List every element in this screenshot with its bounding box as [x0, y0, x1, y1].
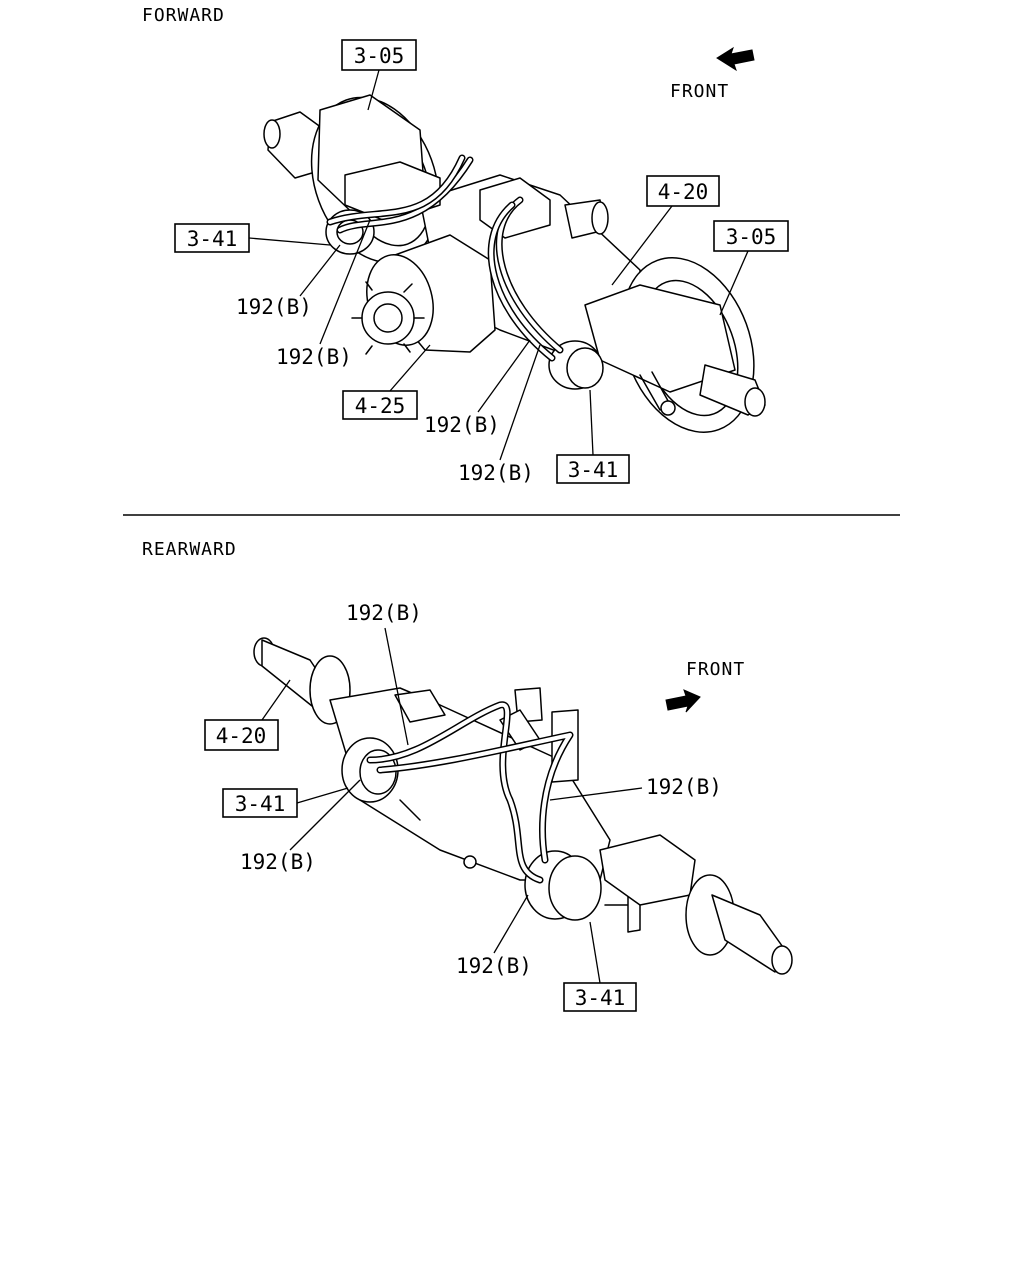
rearward-part-label: 192(B) — [456, 954, 532, 978]
forward-ref-axle: 4-20 — [611, 175, 720, 286]
forward-ref-right-chamber-label: 3-41 — [568, 458, 619, 482]
rearward-part-label: 192(B) — [346, 601, 422, 625]
forward-ref-diff: 4-25 — [342, 344, 431, 420]
rearward-title: REARWARD — [142, 539, 237, 560]
forward-ref-top-hub-label: 3-05 — [354, 44, 405, 68]
rearward-ref-left-chamber-label: 3-41 — [235, 792, 286, 816]
forward-ref-right-hub-label: 3-05 — [726, 225, 777, 249]
rearward-section: REARWARD FRONT — [142, 539, 793, 1012]
forward-front-label: FRONT — [670, 81, 729, 102]
forward-ref-right-chamber: 3-41 — [556, 389, 630, 484]
rearward-ref-left-chamber: 3-41 — [222, 787, 349, 818]
rearward-front-label: FRONT — [686, 659, 745, 680]
forward-ref-left-chamber-label: 3-41 — [187, 227, 238, 251]
forward-ref-diff-label: 4-25 — [355, 394, 406, 418]
forward-section: FORWARD FRONT — [142, 5, 789, 485]
forward-ref-top-hub: 3-05 — [341, 39, 417, 111]
forward-part-label: 192(B) — [236, 295, 312, 319]
forward-ref-axle-label: 4-20 — [658, 180, 709, 204]
rearward-front-arrow-icon — [665, 689, 701, 713]
forward-part-label: 192(B) — [276, 345, 352, 369]
forward-ref-left-chamber: 3-41 — [174, 223, 331, 253]
rearward-ref-right-chamber-label: 3-41 — [575, 986, 626, 1010]
forward-part-label: 192(B) — [424, 413, 500, 437]
rearward-axle-drawing — [253, 637, 793, 975]
forward-front-arrow-icon — [716, 46, 755, 72]
forward-axle-drawing — [263, 94, 766, 433]
rearward-ref-axle-label: 4-20 — [216, 724, 267, 748]
rearward-part-label: 192(B) — [240, 850, 316, 874]
forward-part-label: 192(B) — [458, 461, 534, 485]
forward-ref-right-hub: 3-05 — [713, 220, 789, 316]
forward-title: FORWARD — [142, 5, 225, 26]
rearward-part-label: 192(B) — [646, 775, 722, 799]
rearward-ref-axle: 4-20 — [204, 679, 291, 751]
rearward-ref-right-chamber: 3-41 — [563, 921, 637, 1012]
